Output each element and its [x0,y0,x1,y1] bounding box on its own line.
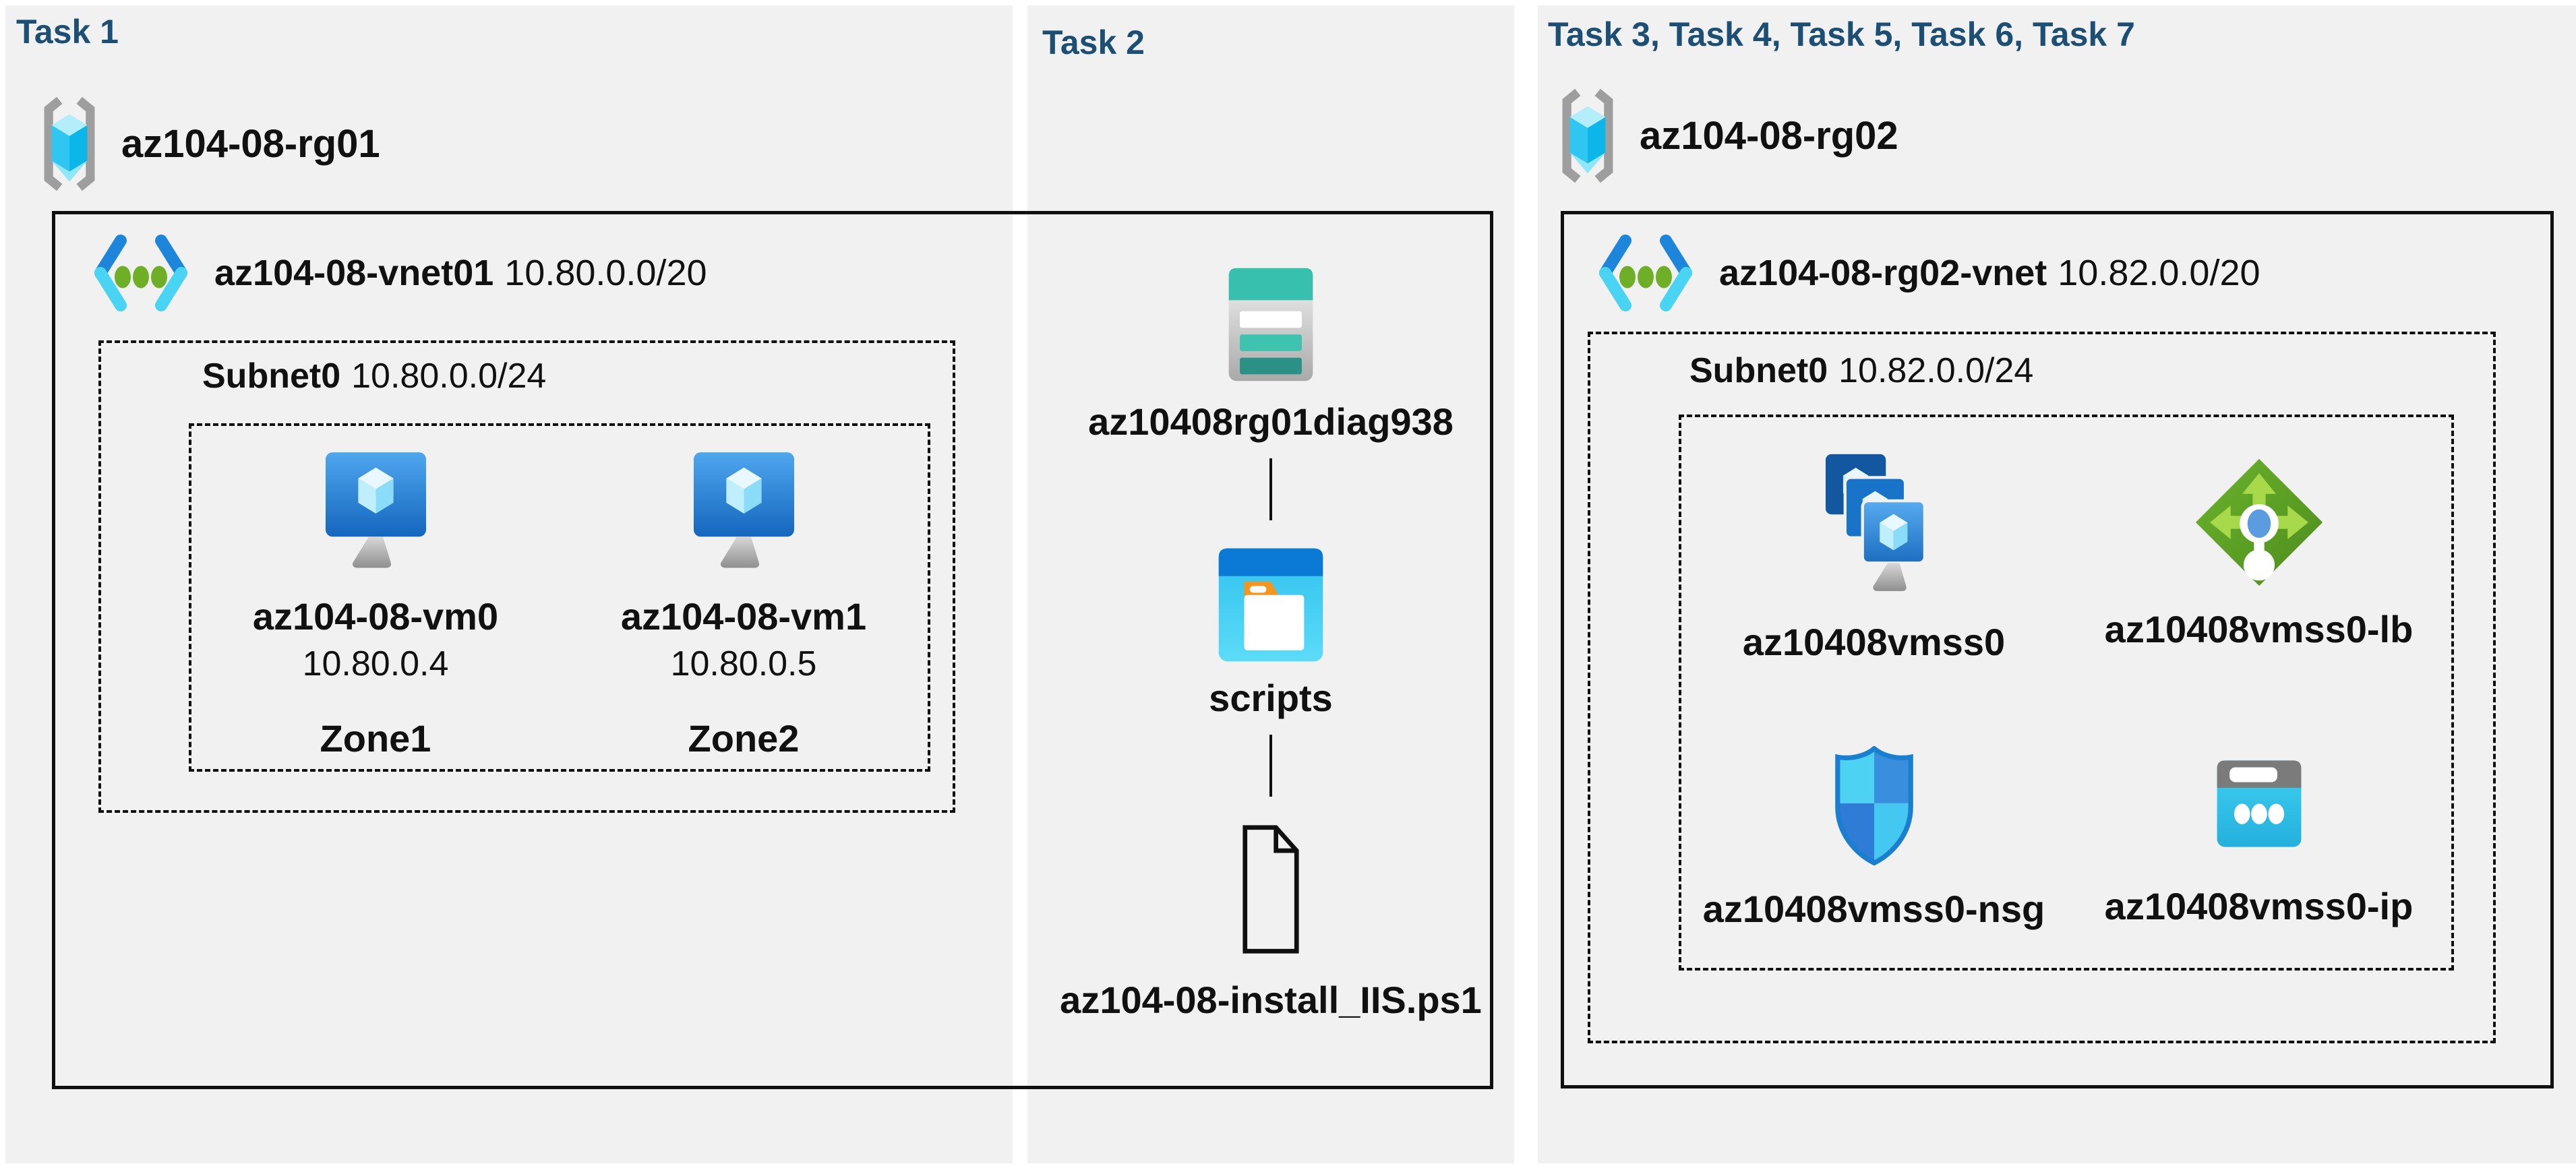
virtual-machine-icon [693,452,794,568]
vnet-cidr: 10.82.0.0/20 [2058,253,2260,293]
public-ip-icon [2217,760,2301,847]
resource-node: az10408vmss0-nsg [1681,700,2066,973]
heading-task1: Task 1 [16,13,119,51]
subnet-label: Subnet0 10.82.0.0/24 [1689,350,2033,391]
resource-group-row: az104-08-rg02 [1556,86,1898,185]
network-security-group-label: az10408vmss0-nsg [1702,888,2045,930]
rg02-boundary-box [1561,211,2554,1088]
vnet-cidr: 10.80.0.0/20 [504,253,707,293]
load-balancer-icon [2195,458,2323,586]
panel-task1 [5,5,1013,1163]
vm-node: az104-08-vm1 10.80.0.5 Zone2 [560,450,928,760]
resource-group-row: az104-08-rg01 [38,94,380,193]
subnet-name: Subnet0 [202,357,341,396]
heading-task3: Task 3, Task 4, Task 5, Task 6, Task 7 [1548,16,2135,53]
virtual-network-icon [94,235,187,311]
vm-zone: Zone2 [688,717,800,760]
vnet-row: az104-08-rg02-vnet 10.82.0.0/20 [1595,235,2260,311]
vm-ip: 10.80.0.5 [670,644,817,683]
vm-scale-set-icon [1825,454,1925,592]
connector-line [1269,458,1272,520]
vnet-name: az104-08-rg02-vnet [1719,253,2047,293]
subnet-name: Subnet0 [1689,351,1828,390]
heading-task2: Task 2 [1042,24,1145,61]
subnet-boundary [98,340,955,813]
rg01-boundary-box [52,211,1493,1089]
container-label: scripts [1209,677,1333,719]
subnet-cidr: 10.80.0.0/24 [351,357,547,396]
vnet-label: az104-08-rg02-vnet 10.82.0.0/20 [1719,252,2260,294]
script-file-icon [1242,825,1299,954]
vm-name: az104-08-vm1 [620,595,867,638]
vmss-label: az10408vmss0 [1742,621,2006,663]
vm-node: az104-08-vm0 10.80.0.4 Zone1 [191,450,560,760]
resource-group-icon [1562,88,1613,183]
vm-zone: Zone1 [320,717,431,760]
subnet-label: Subnet0 10.80.0.0/24 [202,356,546,396]
storage-account-label: az10408rg01diag938 [1088,400,1454,443]
subnet-boundary [1588,332,2496,1043]
resource-group-label: az104-08-rg01 [121,122,380,166]
vm-group-boundary: az104-08-vm0 10.80.0.4 Zone1 az104-08-vm… [189,423,930,772]
blob-container-icon [1218,548,1323,662]
vm-ip: 10.80.0.4 [302,644,449,683]
resource-node: az10408vmss0-ip [2066,700,2451,973]
public-ip-label: az10408vmss0-ip [2104,885,2414,927]
storage-account-icon [1228,268,1313,381]
vnet-name: az104-08-vnet01 [214,253,494,293]
network-security-group-icon [1834,746,1913,865]
connector-line [1269,735,1272,797]
vmss-group-boundary: az10408vmss0 az10408vmss0-lb [1679,415,2454,971]
resource-node: az10408vmss0 [1681,417,2066,700]
resource-group-icon [44,96,95,191]
task2-chain: az10408rg01diag938 scripts az104-08-inst… [1027,5,1514,1163]
script-file-label: az104-08-install_IIS.ps1 [1060,979,1482,1021]
virtual-machine-icon [325,452,426,568]
subnet-cidr: 10.82.0.0/24 [1838,351,2034,390]
resource-group-label: az104-08-rg02 [1640,114,1898,158]
virtual-network-icon [1599,235,1692,311]
resource-node: az10408vmss0-lb [2066,417,2451,700]
vm-name: az104-08-vm0 [252,595,499,638]
load-balancer-label: az10408vmss0-lb [2104,608,2414,650]
